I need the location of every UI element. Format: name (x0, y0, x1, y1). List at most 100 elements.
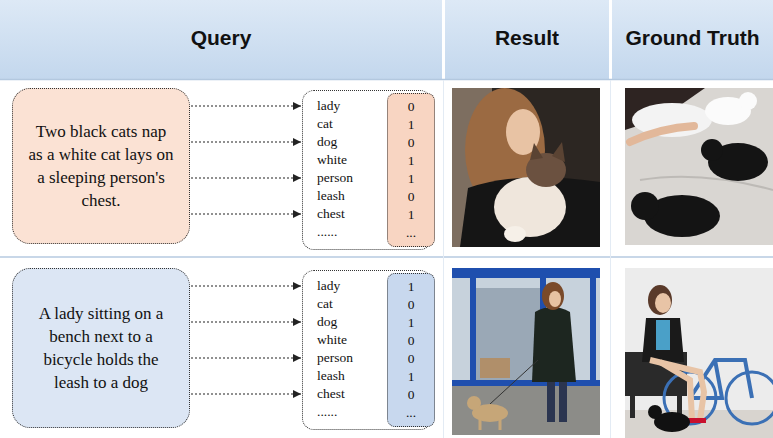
vector-value: 1 (388, 206, 434, 224)
ground-truth-photo-part (648, 285, 672, 315)
vocab-word: ...... (317, 403, 353, 421)
vector-value: ... (388, 404, 434, 422)
mapping-arrow (191, 357, 301, 358)
result-photo-part (494, 177, 566, 237)
ground-truth-photo-part (701, 139, 723, 161)
result-photo-part (549, 291, 561, 307)
mapping-arrow (191, 105, 301, 106)
query-box: Two black cats nap as a white cat lays o… (12, 88, 190, 244)
ground-truth-photo-part (739, 92, 757, 110)
result-photo-part (452, 88, 600, 247)
result-photo-part (504, 226, 526, 242)
vocab-word: chest (317, 385, 353, 403)
result-photo-part (476, 288, 540, 380)
ground-truth-photo-part (648, 405, 662, 419)
result-photo-part (480, 358, 510, 378)
ground-truth-photo-part (625, 268, 773, 438)
table-rule (0, 80, 773, 438)
ground-truth-photo-part (631, 192, 659, 220)
vocab-word: cat (317, 295, 353, 313)
vocab-word: leash (317, 367, 353, 385)
ground-truth-photo-part (640, 177, 773, 190)
mapping-arrow (191, 321, 301, 322)
vector-value: 0 (388, 386, 434, 404)
result-photo-part (490, 360, 538, 404)
result-photo-part (499, 418, 502, 430)
mapping-arrow (191, 213, 301, 214)
vector-value: 0 (388, 350, 434, 368)
ground-truth-photo-part (625, 88, 773, 245)
ground-truth-photo (625, 88, 773, 245)
table-header-band-part (0, 79, 773, 81)
vocab-word: white (317, 151, 353, 169)
query-sentence: A lady sitting on a bench next to a bicy… (13, 302, 189, 394)
mapping-arrow (191, 177, 301, 178)
word-vector-box: ladycatdogwhitepersonleashchest......101… (302, 270, 432, 430)
vector-value: 1 (388, 152, 434, 170)
result-photo-part (470, 268, 476, 386)
mapping-arrow (191, 285, 301, 286)
ground-truth-photo-part (642, 318, 684, 362)
word-list: ladycatdogwhitepersonleashchest...... (317, 277, 353, 421)
word-list: ladycatdogwhitepersonleashchest...... (317, 97, 353, 241)
result-photo (452, 268, 600, 435)
ground-truth-photo-part (630, 396, 635, 418)
result-photo-part (479, 418, 482, 430)
vocab-word: dog (317, 133, 353, 151)
result-photo (452, 88, 600, 247)
vector-value: 1 (388, 116, 434, 134)
result-photo-part (530, 143, 543, 160)
vector-value: 1 (388, 314, 434, 332)
result-photo-part (542, 282, 564, 310)
vocab-word: chest (317, 205, 353, 223)
vocab-word: dog (317, 313, 353, 331)
value-column: 0101101... (387, 93, 435, 247)
vocab-word: lady (317, 277, 353, 295)
vector-value: ... (388, 224, 434, 242)
vocab-word: person (317, 169, 353, 187)
vocab-word: person (317, 349, 353, 367)
table-rule-part (443, 80, 444, 438)
mapping-arrow (191, 141, 301, 142)
ground-truth-photo-part (656, 320, 670, 350)
column-header: Ground Truth (612, 26, 773, 50)
column-header: Result (445, 26, 609, 50)
query-sentence: Two black cats nap as a white cat lays o… (13, 120, 189, 212)
mapping-arrow (191, 393, 301, 394)
table-rule-part (610, 80, 611, 438)
vector-value: 1 (388, 368, 434, 386)
vector-value: 0 (388, 134, 434, 152)
vector-value: 0 (388, 98, 434, 116)
vector-value: 0 (388, 188, 434, 206)
value-column: 1010010... (387, 273, 435, 427)
vocab-word: white (317, 331, 353, 349)
result-photo-part (532, 307, 576, 382)
table-header-band-part (442, 0, 445, 79)
vocab-word: ...... (317, 223, 353, 241)
ground-truth-photo (625, 268, 773, 438)
column-header: Query (0, 26, 442, 50)
result-photo-part (452, 380, 600, 386)
result-photo-part (590, 268, 596, 386)
ground-truth-photo-part (655, 293, 671, 313)
table-header-band (0, 0, 773, 80)
table-header-band-part (609, 0, 612, 79)
vector-value: 0 (388, 332, 434, 350)
table-header-band-part (0, 0, 773, 79)
vocab-word: lady (317, 97, 353, 115)
result-photo-part (452, 268, 600, 435)
result-photo-part (552, 142, 565, 162)
ground-truth-photo-part (630, 126, 694, 142)
result-photo-part (467, 396, 481, 410)
result-photo-part (460, 177, 600, 247)
value-list: 1010010... (388, 274, 434, 422)
table-rule-part (0, 256, 773, 258)
vector-value: 1 (388, 170, 434, 188)
word-vector-box: ladycatdogwhitepersonleashchest......010… (302, 90, 432, 250)
value-list: 0101101... (388, 94, 434, 242)
vocab-word: leash (317, 187, 353, 205)
query-box: A lady sitting on a bench next to a bicy… (12, 268, 190, 428)
result-photo-part (452, 386, 600, 435)
